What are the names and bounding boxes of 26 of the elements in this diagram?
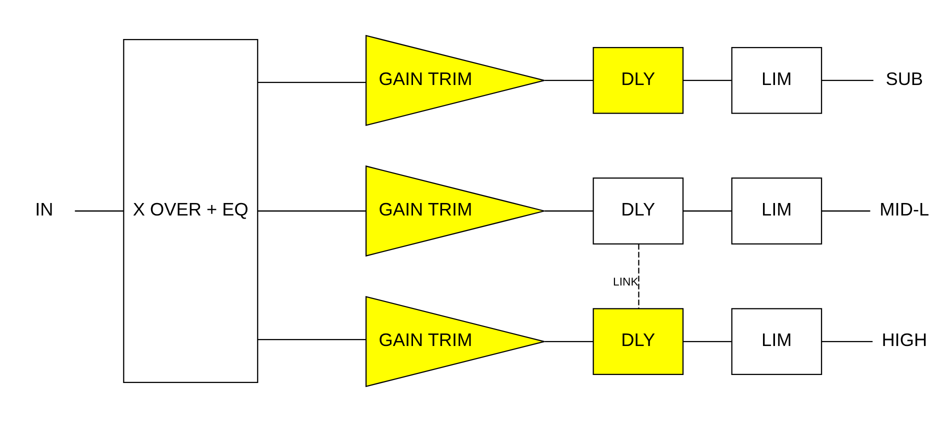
node-text: IN (34, 198, 53, 219)
connector (821, 340, 872, 342)
connector (544, 210, 593, 212)
node-box: LIM (730, 177, 822, 244)
connector (682, 210, 731, 212)
edge-label: LINK (612, 276, 638, 288)
connector (682, 79, 731, 80)
connector (257, 338, 366, 340)
node-box: LIM (730, 46, 822, 114)
connector (74, 210, 123, 212)
connector (821, 210, 870, 212)
node-box: DLY (592, 177, 684, 244)
connector (821, 79, 873, 80)
node-box: DLY (592, 46, 684, 114)
node-box: DLY (592, 308, 684, 375)
connector (544, 79, 593, 80)
node-text: HIGH (881, 329, 927, 350)
connector (638, 243, 639, 308)
node-text: MID-L (879, 198, 929, 219)
connector (682, 340, 731, 342)
node-text: SUB (885, 68, 923, 88)
connector (257, 81, 366, 82)
node-box: X OVER + EQ (122, 38, 258, 382)
node-box: LIM (730, 308, 822, 375)
connector (257, 210, 366, 212)
connector (544, 340, 593, 342)
